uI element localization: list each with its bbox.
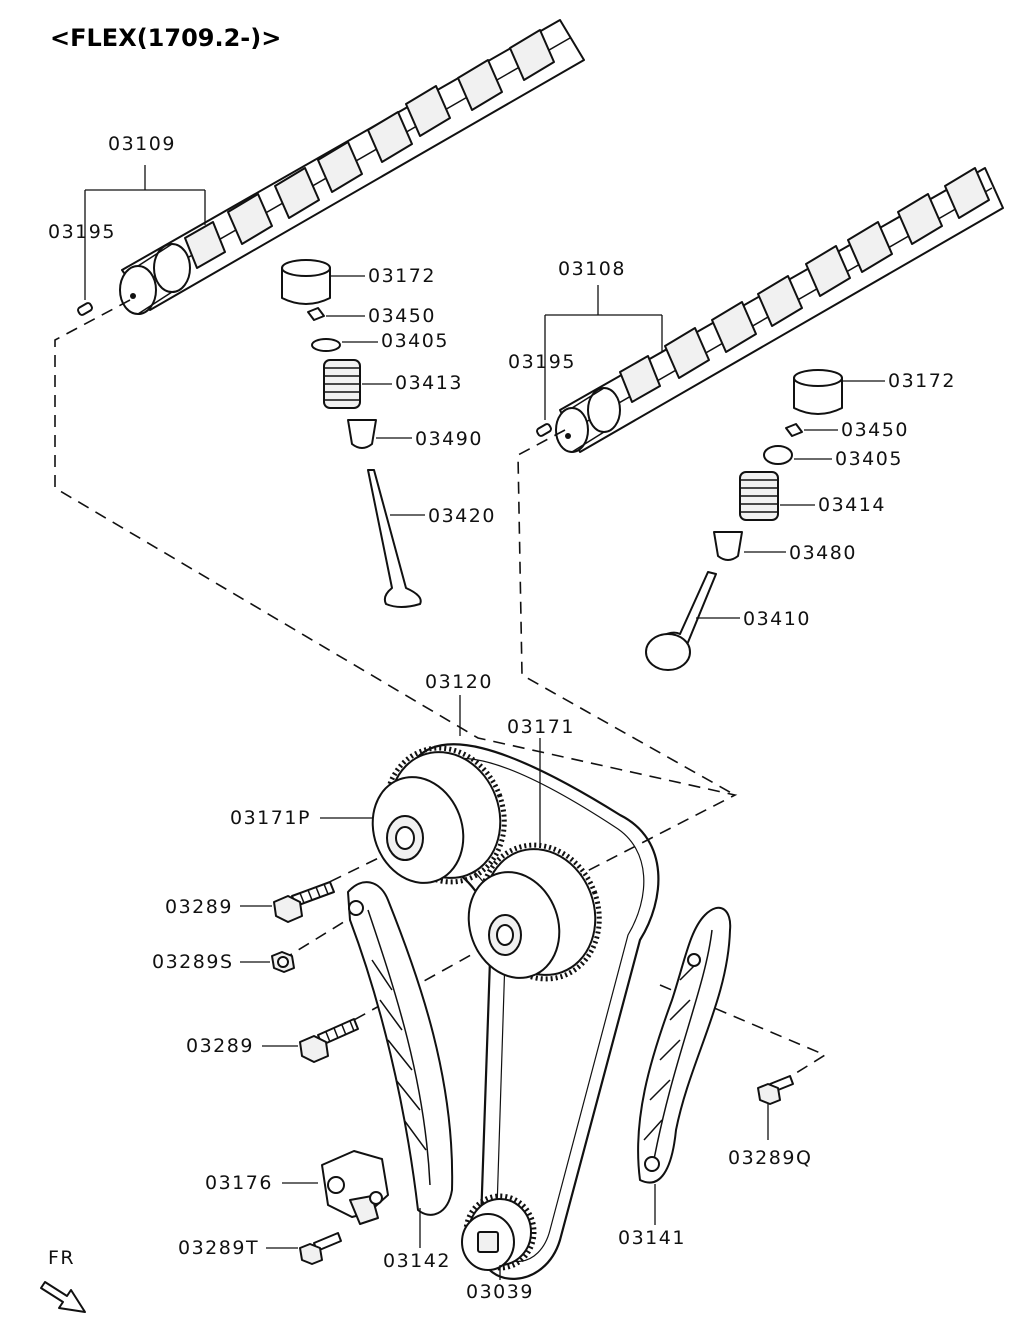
vvt-sprocket-intake [371, 745, 507, 885]
valve-spring-right [739, 471, 779, 521]
valve-cotter-right [785, 423, 803, 437]
label-03289S: 03289S [152, 951, 234, 973]
front-arrow-icon [40, 1281, 86, 1313]
label-03171: 03171 [507, 716, 575, 738]
guide-bolt-small [271, 951, 295, 973]
label-03450-left: 03450 [368, 305, 436, 327]
exhaust-valve [645, 571, 717, 671]
spring-retainer-right [763, 445, 793, 465]
label-03195-right: 03195 [508, 351, 576, 373]
label-03289Q: 03289Q [728, 1147, 812, 1169]
label-03142: 03142 [383, 1250, 451, 1272]
chain-guide-fixed [637, 906, 732, 1184]
label-03289T: 03289T [178, 1237, 259, 1259]
chain-tensioner [321, 1150, 389, 1225]
chain-tensioner-lever [347, 881, 454, 1216]
label-03141: 03141 [618, 1227, 686, 1249]
label-03410: 03410 [743, 608, 811, 630]
guide-bolt-q [757, 1075, 794, 1105]
exhaust-camshaft [555, 167, 1004, 453]
label-03108: 03108 [558, 258, 626, 280]
label-03480: 03480 [789, 542, 857, 564]
camshaft-lobes-right [619, 167, 990, 403]
sprocket-bolt-upper [273, 881, 335, 923]
valve-stem-seal-right [713, 531, 743, 561]
valve-spring-left [323, 359, 361, 409]
label-03120: 03120 [425, 671, 493, 693]
label-03172-right: 03172 [888, 370, 956, 392]
valve-lifter-right [793, 369, 843, 415]
sprocket-bolt-lower [299, 1018, 359, 1063]
intake-camshaft [119, 19, 585, 315]
crankshaft-sprocket [461, 1193, 537, 1271]
label-03414: 03414 [818, 494, 886, 516]
vvt-sprocket-exhaust [467, 842, 602, 982]
label-03405-left: 03405 [381, 330, 449, 352]
valve-lifter-left [281, 259, 331, 305]
label-03172-left: 03172 [368, 265, 436, 287]
front-direction-indicator: FR [40, 1247, 86, 1313]
valve-stem-seal-left [347, 419, 377, 449]
intake-valve [367, 469, 422, 608]
tensioner-bolt [299, 1232, 342, 1265]
label-03490: 03490 [415, 428, 483, 450]
dowel-pin-left [77, 302, 93, 316]
spring-retainer-left [311, 338, 341, 352]
label-03039: 03039 [466, 1281, 534, 1303]
valve-cotter-left [307, 307, 325, 321]
label-03289-upper: 03289 [165, 896, 233, 918]
bracket-03109 [84, 165, 206, 300]
label-03176: 03176 [205, 1172, 273, 1194]
label-03420: 03420 [428, 505, 496, 527]
dowel-pin-right [536, 423, 552, 437]
label-03171P: 03171P [230, 807, 311, 829]
bracket-03108 [544, 285, 663, 420]
camshaft-lobes-left [184, 29, 555, 269]
diagram-title: <FLEX(1709.2-)> [50, 24, 281, 52]
label-03195-left: 03195 [48, 221, 116, 243]
label-03413: 03413 [395, 372, 463, 394]
front-direction-label: FR [48, 1247, 75, 1269]
label-03450-right: 03450 [841, 419, 909, 441]
label-03405-right: 03405 [835, 448, 903, 470]
label-03289-lower: 03289 [186, 1035, 254, 1057]
label-03109: 03109 [108, 133, 176, 155]
